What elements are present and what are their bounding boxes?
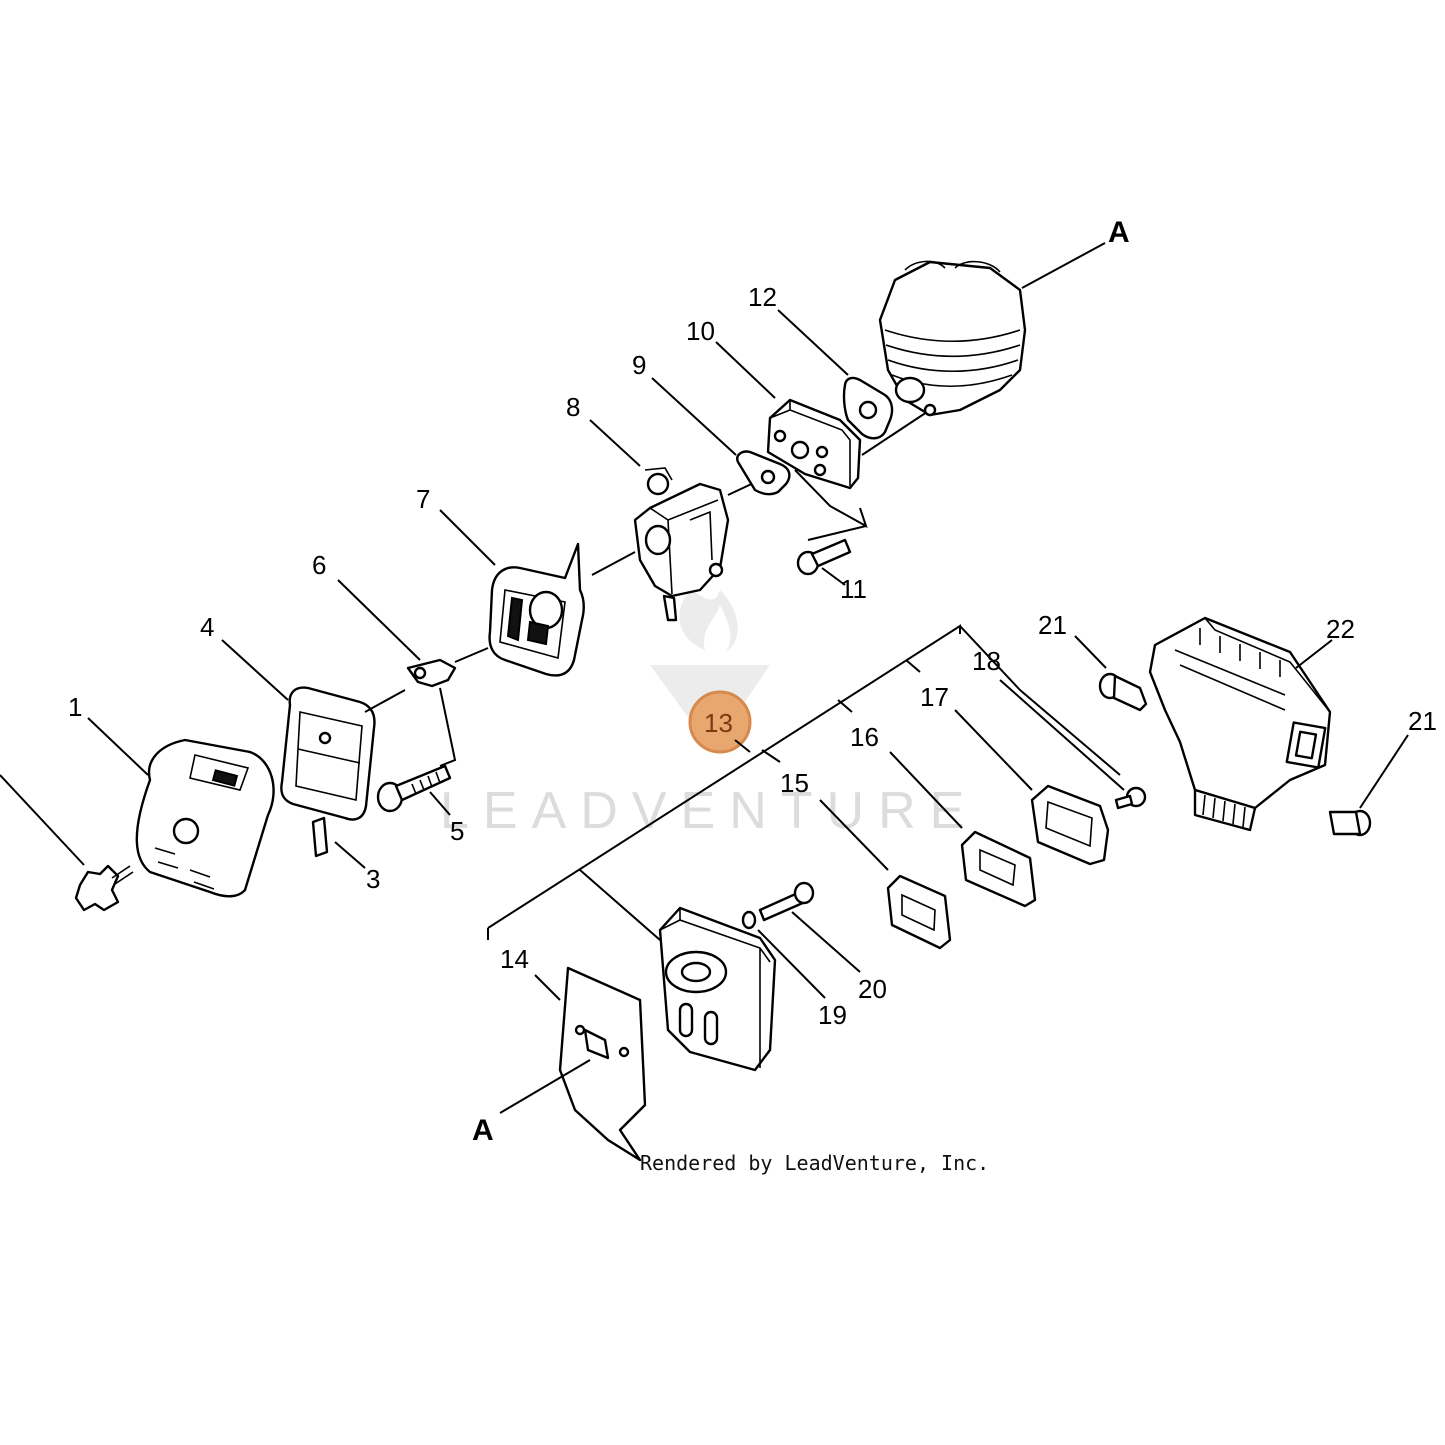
part-17-gasket[interactable] <box>1030 784 1110 866</box>
leader-4 <box>221 639 289 701</box>
assembly-line-12 <box>861 409 931 456</box>
part-2-knob[interactable] <box>74 864 134 912</box>
callout-3[interactable]: 3 <box>366 864 380 894</box>
callout-16[interactable]: 16 <box>850 722 879 752</box>
leader-12 <box>777 309 849 376</box>
callout-19[interactable]: 19 <box>818 1000 847 1030</box>
leader-21-lower <box>1359 734 1409 809</box>
leader-11 <box>821 567 846 586</box>
callout-12[interactable]: 12 <box>748 282 777 312</box>
part-18-screw[interactable] <box>1114 786 1147 810</box>
watermark-logo-icon <box>650 590 770 750</box>
callout-13-highlight[interactable]: 13 <box>688 690 752 754</box>
callout-14[interactable]: 14 <box>500 944 529 974</box>
part-19-washer[interactable] <box>741 910 757 930</box>
callout-15[interactable]: 15 <box>780 768 809 798</box>
leader-knob <box>0 774 85 866</box>
watermark-text: LEADVENTURE <box>440 782 978 840</box>
leader-A-top <box>1021 242 1106 289</box>
part-11-bolt[interactable] <box>796 538 852 576</box>
part-4-air-filter[interactable] <box>280 686 376 821</box>
callout-21-lower[interactable]: 21 <box>1408 706 1437 736</box>
part-20-bolt[interactable] <box>758 881 815 922</box>
leader-18 <box>999 679 1125 791</box>
leader-10 <box>715 341 776 399</box>
callout-17[interactable]: 17 <box>920 682 949 712</box>
callout-11[interactable]: 11 <box>840 574 867 604</box>
part-21-bolt-lower[interactable] <box>1328 809 1372 837</box>
part-9-gasket[interactable] <box>736 450 791 496</box>
leader-A-bottom <box>499 1059 591 1114</box>
part-15-gasket[interactable] <box>886 874 952 950</box>
callout-21-upper[interactable]: 21 <box>1038 610 1067 640</box>
leader-8 <box>589 419 641 467</box>
callout-22[interactable]: 22 <box>1326 614 1355 644</box>
leader-17 <box>954 709 1033 791</box>
leader-7 <box>439 509 496 566</box>
leader-3 <box>334 841 366 869</box>
callout-1[interactable]: 1 <box>68 692 82 722</box>
callout-5[interactable]: 5 <box>450 816 464 846</box>
muffler-assembly-bracket <box>487 624 1121 941</box>
part-6-bracket[interactable] <box>406 658 457 688</box>
leader-16 <box>889 751 963 829</box>
leader-21-upper <box>1074 635 1107 669</box>
part-8-carburetor[interactable] <box>633 467 730 622</box>
assembly-line-10 <box>794 469 868 541</box>
callout-6[interactable]: 6 <box>312 550 326 580</box>
part-10-insulator[interactable] <box>766 398 862 490</box>
part-14-heat-shield[interactable] <box>558 966 647 1162</box>
part-12-gasket[interactable] <box>842 376 894 440</box>
leader-6 <box>337 579 421 661</box>
part-22-muffler-cover[interactable] <box>1148 616 1332 832</box>
callout-7[interactable]: 7 <box>416 484 430 514</box>
callout-8[interactable]: 8 <box>566 392 580 422</box>
part-7-air-cleaner-base[interactable] <box>488 542 585 677</box>
reference-A-top: A <box>1108 216 1130 249</box>
callout-18[interactable]: 18 <box>972 646 1001 676</box>
leader-19 <box>757 929 826 999</box>
leader-13 <box>734 739 751 753</box>
muffler[interactable] <box>658 906 777 1072</box>
leader-5 <box>429 791 451 816</box>
part-5-bolt[interactable] <box>376 764 452 813</box>
leader-22 <box>1295 639 1333 669</box>
callout-9[interactable]: 9 <box>632 350 646 380</box>
part-1-air-cleaner-cover[interactable] <box>135 738 275 898</box>
leader-20 <box>791 911 861 973</box>
callout-20[interactable]: 20 <box>858 974 887 1004</box>
part-21-bolt-upper[interactable] <box>1098 672 1148 712</box>
leader-1 <box>87 717 149 776</box>
part-3-label[interactable] <box>311 816 329 858</box>
callout-4[interactable]: 4 <box>200 612 214 642</box>
cylinder[interactable] <box>878 260 1027 417</box>
assembly-line-6 <box>364 647 489 767</box>
part-16-gasket[interactable] <box>960 830 1037 908</box>
callout-10[interactable]: 10 <box>686 316 715 346</box>
callout-13[interactable]: 13 <box>704 708 733 738</box>
leader-14 <box>534 974 561 1001</box>
reference-A-bottom: A <box>472 1114 494 1147</box>
credit-text: Rendered by LeadVenture, Inc. <box>640 1151 989 1175</box>
leader-9 <box>651 377 737 456</box>
leader-15 <box>819 799 889 871</box>
